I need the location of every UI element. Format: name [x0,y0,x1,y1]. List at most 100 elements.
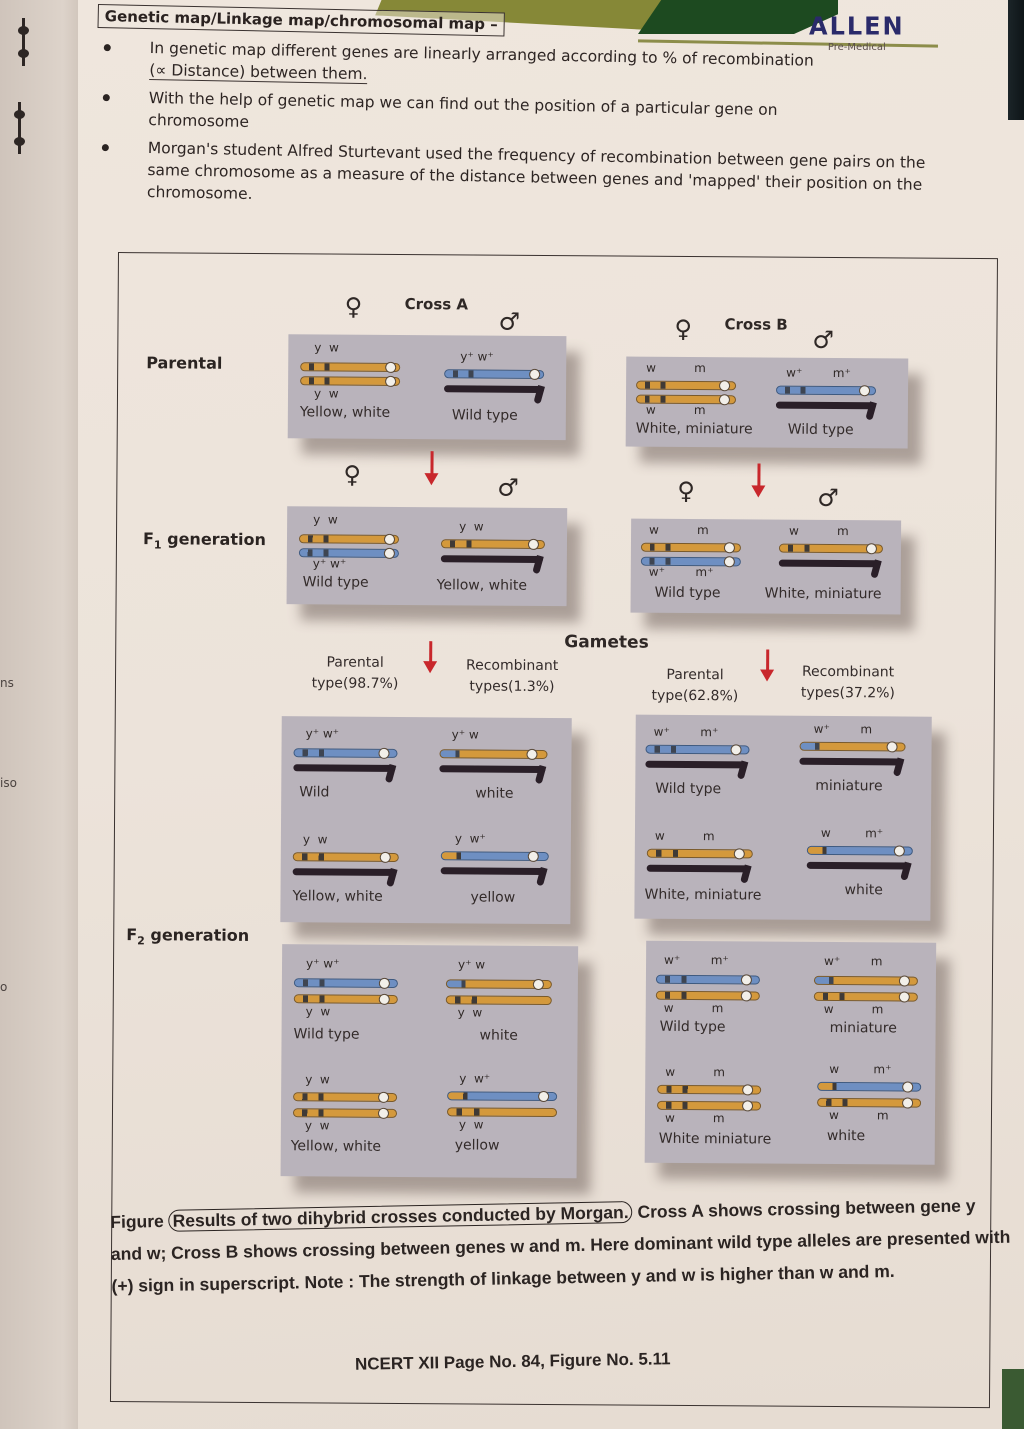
gene-label: w⁺ m⁺ [648,564,714,580]
gene-label: w⁺ m [824,953,883,969]
gene-label: w⁺ m⁺ [653,724,719,740]
phenotype-label: Wild type [659,1018,726,1036]
recombinant-chromosome [445,978,552,990]
gene-label: w m [789,523,849,539]
gene-label: w m⁺ [820,825,884,841]
mutant-chromosome [292,1107,398,1119]
gene-label: y⁺ w [451,727,479,742]
phenotype-label: White, miniature [635,420,753,438]
mutant-chromosome [646,848,753,860]
recombinant-chromosome [806,845,913,857]
margin-bracket-mark [18,18,29,66]
figure-caption: Figure Results of two dihybrid crosses c… [110,1189,1012,1302]
cross-b-f2-panel: w⁺ m⁺ w m Wild type w⁺ m w m miniature w… [644,940,937,1165]
wildtype-chromosome [293,977,398,989]
gene-label: w⁺ m⁺ [786,365,851,381]
mutant-chromosome [817,1097,922,1109]
y-chromosome [293,764,396,772]
mutant-chromosome [657,1100,762,1112]
mutant-chromosome [300,375,401,387]
cross-a-gametes-panel: y⁺ w⁺ Wild y⁺ w white y w Yellow, white … [280,716,572,925]
phenotype-label: miniature [829,1019,897,1037]
phenotype-label: Wild type [655,780,722,798]
phenotype-label: yellow [454,1137,500,1154]
male-symbol-icon: ♂ [498,307,521,336]
bullet-text: Morgan's student Alfred Sturtevant used … [146,138,926,203]
row-label-f2: F2 generation [126,925,250,948]
y-chromosome [440,555,543,563]
caption-prefix: Figure [110,1210,169,1232]
y-chromosome [646,864,751,873]
gene-label: w m⁺ [829,1061,892,1077]
phenotype-label: Yellow, white [292,888,383,905]
row-label-parental: Parental [146,353,223,373]
recombinant-chromosome [439,748,548,760]
phenotype-label: White, miniature [644,886,762,904]
recombinant-chromosome [447,1090,558,1103]
female-symbol-icon: ♀ [344,292,363,321]
mutant-chromosome [446,1107,558,1118]
gene-label: w m [665,1064,725,1080]
down-arrow-icon [429,641,433,664]
brand-subtitle: Pre-Medical [827,42,886,53]
down-arrow-icon [430,451,434,476]
phenotype-label: Wild type [787,421,854,439]
phenotype-label: white [826,1127,866,1145]
down-arrow-icon [766,649,770,672]
phenotype-label: white [844,882,883,899]
y-chromosome [775,401,876,410]
male-symbol-icon: ♂ [817,483,839,513]
y-chromosome [444,385,545,393]
previous-page-edge: ns iso o [0,0,90,1429]
gene-label: y w [304,1118,330,1133]
gene-label: y w [459,519,484,534]
gene-label: y⁺ w [457,957,486,972]
y-chromosome [439,765,546,773]
mutant-chromosome [778,543,883,555]
cross-b-title: Cross B [724,315,788,334]
down-arrow-icon [757,463,761,488]
phenotype-label: White miniature [658,1130,772,1148]
female-symbol-icon: ♀ [677,476,696,506]
y-chromosome [292,868,397,876]
gene-label: w m [664,1110,725,1126]
mutant-chromosome [655,990,760,1002]
y-chromosome [440,867,547,876]
cross-a-f1-panel: y w y⁺ w⁺ Wild type y w Yellow, white [286,506,568,607]
gene-label: y w [302,832,328,847]
wildtype-chromosome [655,974,760,986]
gene-label: w m [828,1107,889,1123]
mutant-chromosome [636,380,737,392]
bullet-list: In genetic map different genes are linea… [95,36,958,224]
mutant-chromosome [292,851,399,863]
gene-label: w m [654,828,715,844]
cross-b-gametes-panel: w⁺ m⁺ Wild type w⁺ m miniature w m White… [634,714,932,921]
phenotype-label: white [475,785,514,802]
header-decor-band [638,0,838,34]
cross-b-f1-panel: w m w⁺ m⁺ Wild type w m White, miniature [630,518,902,615]
recombinant-chromosome [817,1081,922,1093]
gene-label: y⁺ w⁺ [305,956,340,971]
mutant-chromosome [440,538,545,550]
phenotype-label: yellow [470,889,516,906]
gene-label: y w⁺ [454,831,486,846]
mutant-chromosome [813,991,918,1003]
gene-label: w⁺ m [813,721,873,737]
wildtype-chromosome [293,747,398,759]
phenotype-label: Wild type [451,407,518,424]
female-symbol-icon: ♀ [343,460,362,489]
gene-label: w⁺ m⁺ [664,952,729,968]
recombinant-chromosome [813,975,918,987]
gene-label: w m [645,402,706,418]
phenotype-label: miniature [815,777,883,795]
wildtype-chromosome [444,368,545,380]
gene-label: y w [305,1004,331,1019]
wildtype-chromosome [645,744,750,756]
brand-name: ALLEN [809,11,905,41]
gene-label: y⁺ w⁺ [312,556,347,571]
mutant-chromosome [293,993,398,1005]
bullet-text: chromosome [148,110,250,131]
brand-logo: ALLEN Pre-Medical [809,11,905,53]
